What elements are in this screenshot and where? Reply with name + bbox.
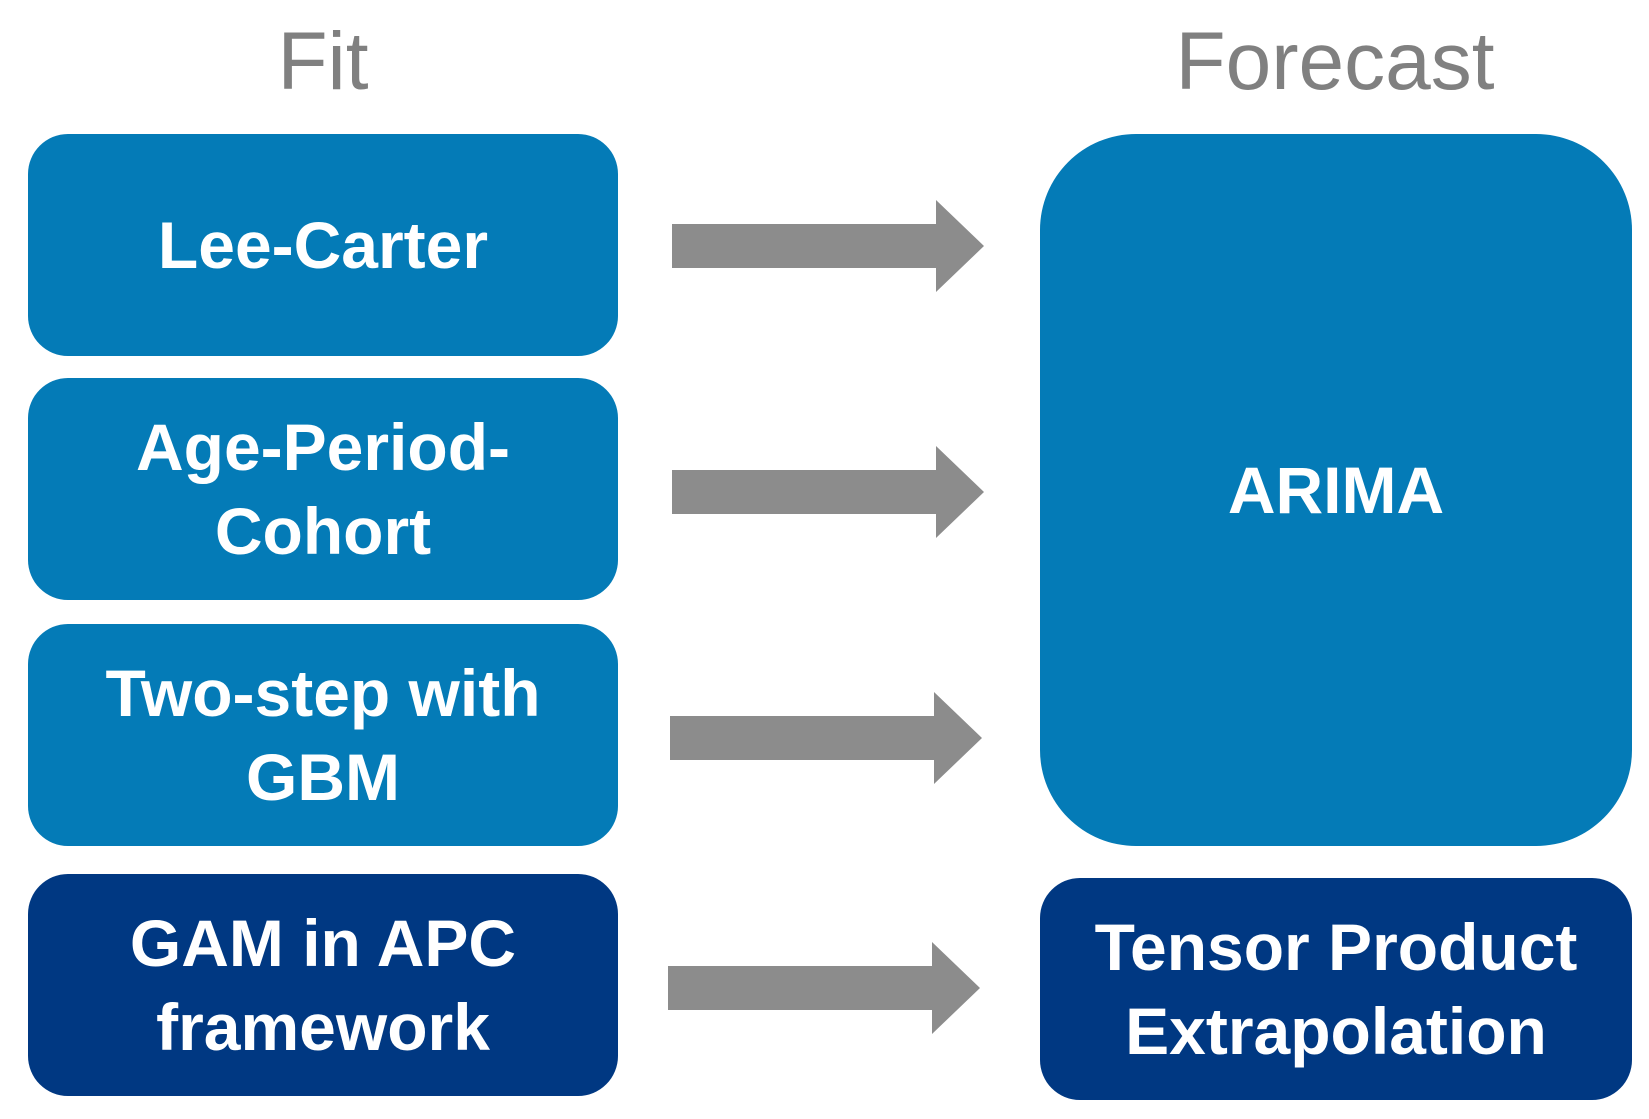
age-period-cohort-label: Age-Period-Cohort [135,410,511,568]
two-step-gbm-box: Two-step with GBM [28,624,618,846]
tensor-product-label: Tensor Product Extrapolation [1094,910,1578,1068]
fit-heading: Fit [277,16,369,107]
arrow-two-step-to-arima [670,692,982,784]
arima-box: ARIMA [1040,134,1632,846]
forecast-heading: Forecast [1175,16,1495,107]
lee-carter-label: Lee-Carter [157,208,489,282]
lee-carter-box: Lee-Carter [28,134,618,356]
tensor-product-box: Tensor Product Extrapolation [1040,878,1632,1100]
arrow-gam-to-tensor-product [668,942,980,1034]
two-step-gbm-label: Two-step with GBM [105,656,541,814]
arrow-lee-carter-to-arima [672,200,984,292]
gam-apc-box: GAM in APC framework [28,874,618,1096]
age-period-cohort-box: Age-Period-Cohort [28,378,618,600]
arima-label: ARIMA [1227,453,1445,527]
gam-apc-label: GAM in APC framework [129,906,517,1064]
arrow-apc-to-arima [672,446,984,538]
